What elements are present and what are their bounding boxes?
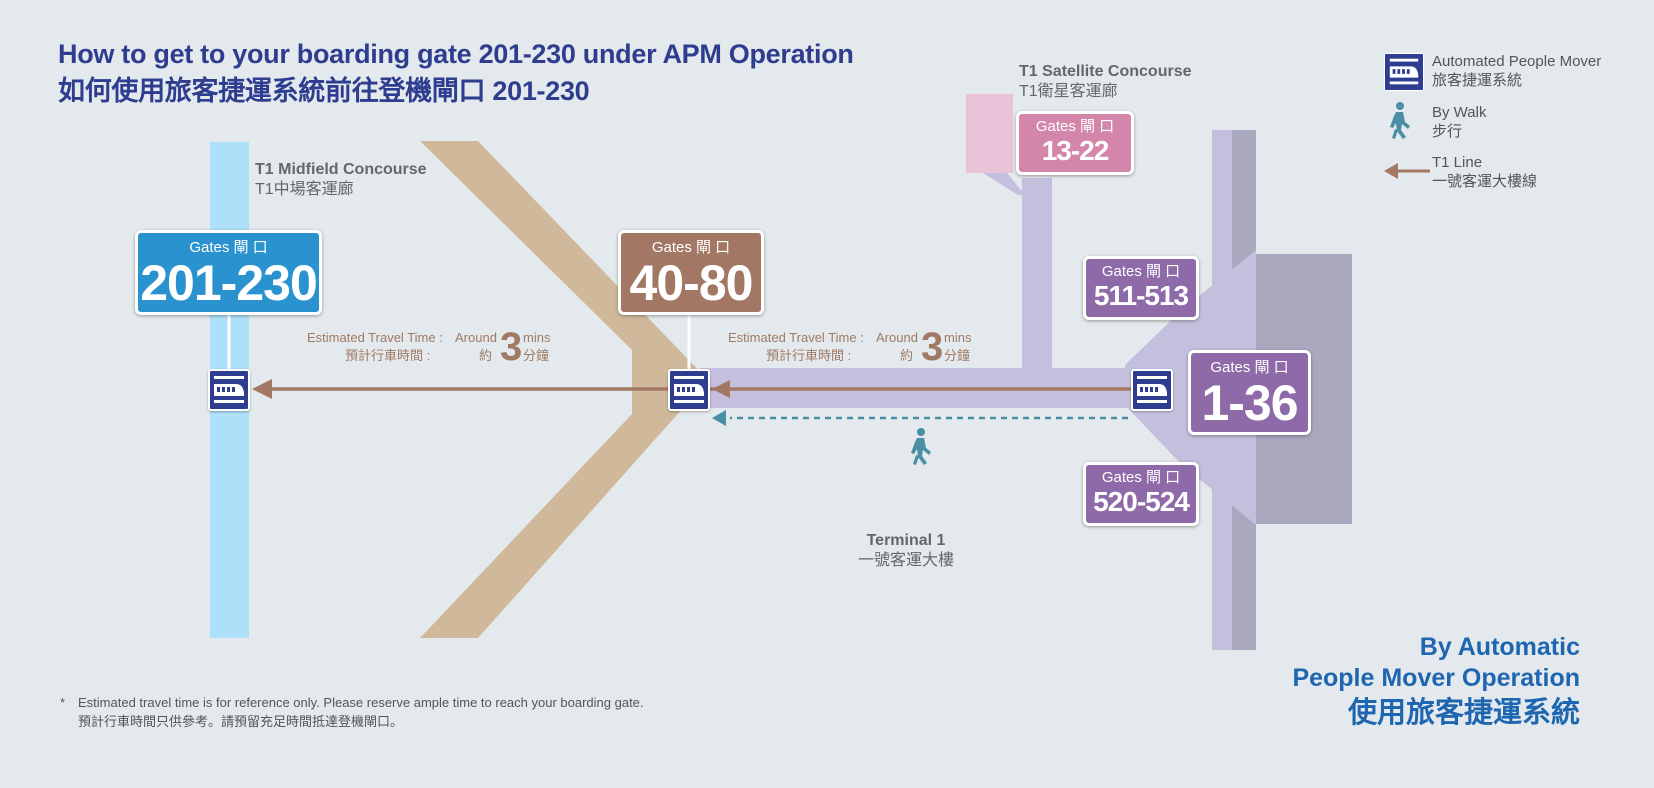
travel-time-around-en: Around: [455, 330, 497, 345]
terminal-label-en: Terminal 1: [866, 532, 946, 549]
gate-label: Gates 閘 口: [1210, 359, 1289, 376]
gate-number: 13-22: [1041, 135, 1110, 166]
terminal-label: Terminal 1 一號客運大樓: [858, 531, 954, 571]
gate-label: Gates 閘 口: [1035, 118, 1115, 135]
travel-time-label-en: Estimated Travel Time :: [728, 330, 864, 345]
gate-label: Gates 閘 口: [1101, 469, 1181, 486]
satellite-label-en: T1 Satellite Concourse: [1019, 63, 1192, 80]
gate-box-201-230: Gates 閘 口 201-230: [135, 230, 322, 315]
travel-time-label-zh: 預計行車時間 :: [345, 348, 431, 363]
footnote-en: Estimated travel time is for reference o…: [78, 695, 644, 710]
gate-box-40-80: Gates 閘 口 40-80: [618, 230, 764, 315]
travel-time-value: 3: [921, 325, 944, 369]
travel-time-label-en: Estimated Travel Time :: [307, 330, 443, 345]
travel-time-unit-en: mins: [944, 330, 972, 345]
gate-label: Gates 閘 口: [651, 239, 731, 256]
bottom-title-line2: People Mover Operation: [1292, 664, 1580, 692]
gate-number: 520-524: [1093, 486, 1190, 517]
midfield-label-en: T1 Midfield Concourse: [255, 161, 427, 178]
travel-time-value: 3: [500, 325, 523, 369]
travel-time-unit-zh: 分鐘: [523, 348, 550, 363]
walk-arrowhead: [712, 410, 726, 426]
bottom-title-line1: By Automatic: [1419, 633, 1580, 661]
legend-line-arrowhead: [1384, 163, 1398, 179]
footnote-zh: 預計行車時間只供參考。請預留充足時間抵達登機閘口。: [78, 714, 404, 729]
gate-label: Gates 閘 口: [1101, 263, 1181, 280]
gate-number: 40-80: [629, 255, 754, 311]
gate-box-1-36: Gates 閘 口 1-36: [1188, 350, 1311, 435]
legend-walk-en: By Walk: [1432, 104, 1487, 121]
travel-time-label-zh: 預計行車時間 :: [766, 348, 852, 363]
legend-apm-zh: 旅客捷運系統: [1432, 72, 1523, 89]
satellite-concourse: [966, 94, 1013, 173]
legend-line-en: T1 Line: [1432, 154, 1483, 171]
gate-number: 201-230: [140, 255, 318, 311]
gate-number: 1-36: [1201, 375, 1298, 431]
bottom-title: By Automatic People Mover Operation 使用旅客…: [1292, 632, 1580, 732]
terminal-label-zh: 一號客運大樓: [858, 552, 955, 569]
satellite-link: [983, 173, 1025, 195]
legend-walk: By Walk 步行: [1432, 103, 1486, 141]
travel-time-around-zh: 約: [900, 348, 914, 363]
satellite-label-zh: T1衛星客運廊: [1019, 83, 1118, 100]
page-title: How to get to your boarding gate 201-230…: [58, 39, 854, 69]
travel-time-unit-zh: 分鐘: [944, 348, 971, 363]
legend-line-zh: 一號客運大樓線: [1432, 173, 1538, 190]
gate-box-13-22: Gates 閘 口 13-22: [1016, 111, 1134, 175]
page-title-zh: 如何使用旅客捷運系統前往登機閘口 201-230: [58, 76, 590, 106]
midfield-label: T1 Midfield Concourse T1中場客運廊: [255, 160, 427, 200]
travel-time-unit-en: mins: [523, 330, 551, 345]
midfield-label-zh: T1中場客運廊: [255, 181, 354, 198]
gate-box-520-524: Gates 閘 口 520-524: [1083, 462, 1199, 526]
apm-station-icon: [1131, 369, 1173, 411]
satellite-label: T1 Satellite Concourse T1衛星客運廊: [1019, 62, 1192, 102]
legend-apm: Automated People Mover 旅客捷運系統: [1432, 52, 1601, 90]
bottom-title-zh: 使用旅客捷運系統: [1347, 697, 1580, 729]
gate-box-511-513: Gates 閘 口 511-513: [1083, 256, 1199, 320]
legend-apm-en: Automated People Mover: [1432, 53, 1602, 70]
travel-time-2: Estimated Travel Time : 預計行車時間 : Around …: [728, 325, 988, 369]
apm-arrowhead-left: [252, 379, 272, 399]
apm-station-icon: [668, 369, 710, 411]
legend-apm-icon: [1384, 53, 1424, 91]
legend-walk-icon: [1390, 102, 1410, 139]
apm-station-icon: [208, 369, 250, 411]
footnote: * Estimated travel time is for reference …: [60, 693, 644, 731]
travel-time-around-zh: 約: [479, 348, 493, 363]
footnote-asterisk: *: [60, 695, 66, 710]
legend-line: T1 Line 一號客運大樓線: [1432, 153, 1537, 191]
apm-arrowhead-mid: [712, 380, 730, 398]
travel-time-around-en: Around: [876, 330, 918, 345]
legend-walk-zh: 步行: [1432, 123, 1463, 140]
gate-label: Gates 閘 口: [189, 239, 268, 256]
walking-person-icon: [911, 428, 931, 465]
gate-number: 511-513: [1093, 280, 1189, 311]
travel-time-1: Estimated Travel Time : 預計行車時間 : Around …: [307, 325, 567, 369]
